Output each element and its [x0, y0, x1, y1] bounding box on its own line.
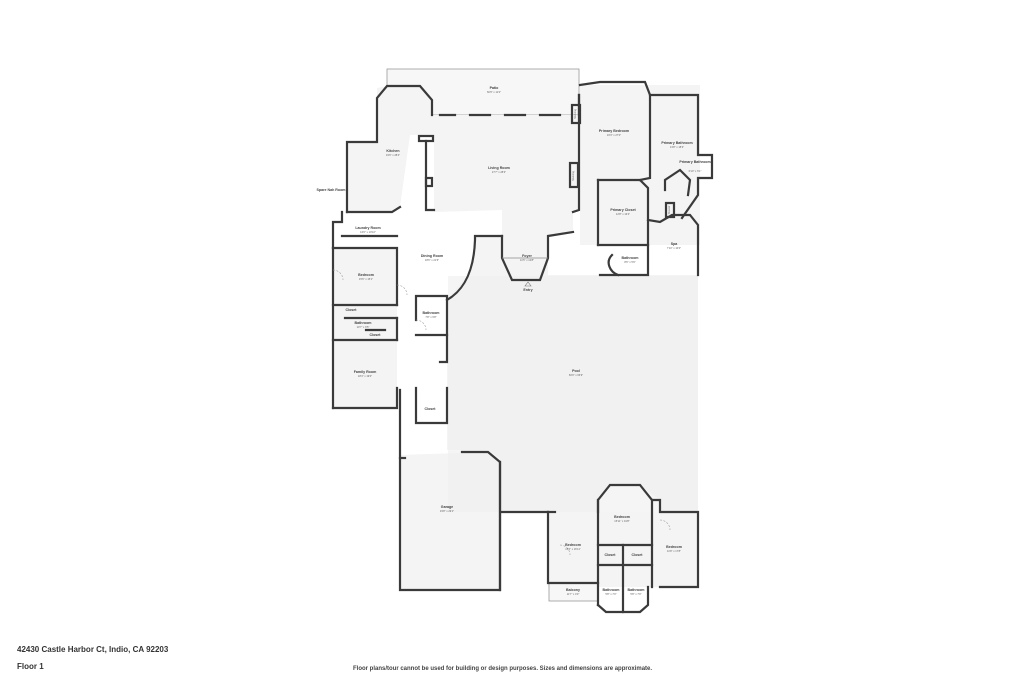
room-name-primary-bathroom-small: Primary Bathroom	[679, 160, 710, 164]
room-name-kitchen: Kitchen	[386, 149, 399, 153]
disclaimer-text: Floor plans/tour cannot be used for buil…	[353, 666, 653, 672]
room-dim-balcony: 11'7" x 4'0"	[567, 592, 580, 596]
room-dim-foyer: 11'5" x 10'8"	[520, 258, 534, 262]
west-wing-fill	[333, 248, 397, 408]
property-address: 42430 Castle Harbor Ct, Indio, CA 92203	[17, 645, 169, 654]
room-dim-bedroom-sw: 15'6" x 16'11"	[565, 547, 581, 551]
room-dim-bathroom-spa: 8'6" x 5'9"	[624, 260, 635, 264]
room-name-closet-a: Closet	[605, 553, 617, 557]
room-dim-laundry-room: 16'0" x 10'10"	[360, 230, 376, 234]
room-name-bathroom-s1: Bathroom	[603, 588, 620, 592]
room-name-foyer: Foyer	[522, 254, 532, 258]
room-dim-bedroom-center: 15'11" x 19'8"	[614, 519, 630, 523]
room-name-living-room: Living Room	[488, 166, 510, 170]
room-dim-bathroom-s2: 5'8" x 7'0"	[630, 592, 641, 596]
balcony-area	[548, 582, 599, 602]
room-name-pool: Pool	[572, 369, 580, 373]
room-name-closet-west2: Closet	[370, 333, 382, 337]
room-dim-bedroom-se: 11'8" x 17'8"	[667, 549, 681, 553]
room-name-bedroom-se: Bedroom	[666, 545, 682, 549]
room-dim-bathroom-hall: 7'8" x 6'8"	[425, 315, 436, 319]
room-dim-patio: 60'6" x 11'3"	[487, 90, 501, 94]
room-name-balcony: Balcony	[566, 588, 580, 592]
room-dim-primary-bathroom-small: 6'10" x 6'1"	[689, 169, 702, 173]
room-name-primary-bedroom: Primary Bedroom	[599, 129, 629, 133]
pool-hatch	[448, 276, 698, 512]
room-dim-family-room: 18'4" x 19'0"	[358, 374, 372, 378]
room-dim-living-room: 27'7" x 28'3"	[492, 170, 506, 174]
room-dim-kitchen: 19'6" x 28'4"	[386, 153, 400, 157]
room-name-bathroom-spa: Bathroom	[622, 256, 639, 260]
room-dim-dining-room: 18'6" x 21'6"	[425, 258, 439, 262]
room-name-closet-west: Closet	[346, 308, 358, 312]
walls	[331, 80, 714, 614]
door-openings	[332, 257, 671, 556]
room-dim-bedroom-west: 15'6" x 15'1"	[359, 277, 373, 281]
room-labels: Patio 60'6" x 11'3" Kitchen 19'6" x 28'4…	[317, 86, 711, 596]
room-dim-pool: 60'0" x 66'9"	[569, 373, 583, 377]
room-name-bathroom-s2: Bathroom	[628, 588, 645, 592]
room-dim-primary-bedroom: 16'3" x 27'0"	[607, 133, 621, 137]
label-shower: Shower	[667, 205, 671, 214]
room-name-primary-closet: Primary Closet	[610, 208, 636, 212]
room-name-bathroom-hall: Bathroom	[423, 311, 440, 315]
room-name-spare-nah-room: Spare Nah Room	[317, 188, 346, 192]
room-name-spa: Spa	[671, 242, 679, 246]
room-name-bathroom-west: Bathroom	[355, 321, 372, 325]
primary-suite-fill	[580, 85, 700, 245]
room-dim-primary-closet: 12'8" x 13'4"	[616, 212, 630, 216]
label-shelving: Shelving	[573, 108, 577, 119]
room-name-bedroom-sw: Bedroom	[565, 543, 581, 547]
floor-label: Floor 1	[17, 662, 44, 671]
room-name-entry: Entry	[523, 288, 532, 292]
room-name-family-room: Family Room	[354, 370, 377, 374]
room-dim-garage: 33'8" x 29'1"	[440, 509, 454, 513]
room-name-primary-bathroom: Primary Bathroom	[661, 141, 692, 145]
room-dim-bathroom-west: 10'7" x 6'5"	[357, 325, 370, 329]
room-name-dining-room: Dining Room	[421, 254, 443, 258]
room-dim-spa: 7'10" x 10'0"	[667, 246, 681, 250]
room-name-bedroom-west: Bedroom	[358, 273, 374, 277]
room-name-patio: Patio	[490, 86, 500, 90]
room-dim-bathroom-s1: 5'8" x 7'0"	[605, 592, 616, 596]
room-name-closet-hall: Closet	[425, 407, 437, 411]
room-name-laundry-room: Laundry Room	[355, 226, 380, 230]
room-dim-primary-bathroom: 13'8" x 18'3"	[670, 145, 684, 149]
label-shelving-2: Shelving	[571, 170, 575, 181]
room-name-bedroom-center: Bedroom	[614, 515, 630, 519]
room-name-garage: Garage	[441, 505, 453, 509]
room-name-closet-b: Closet	[632, 553, 644, 557]
entry-marker-icon	[524, 281, 532, 287]
